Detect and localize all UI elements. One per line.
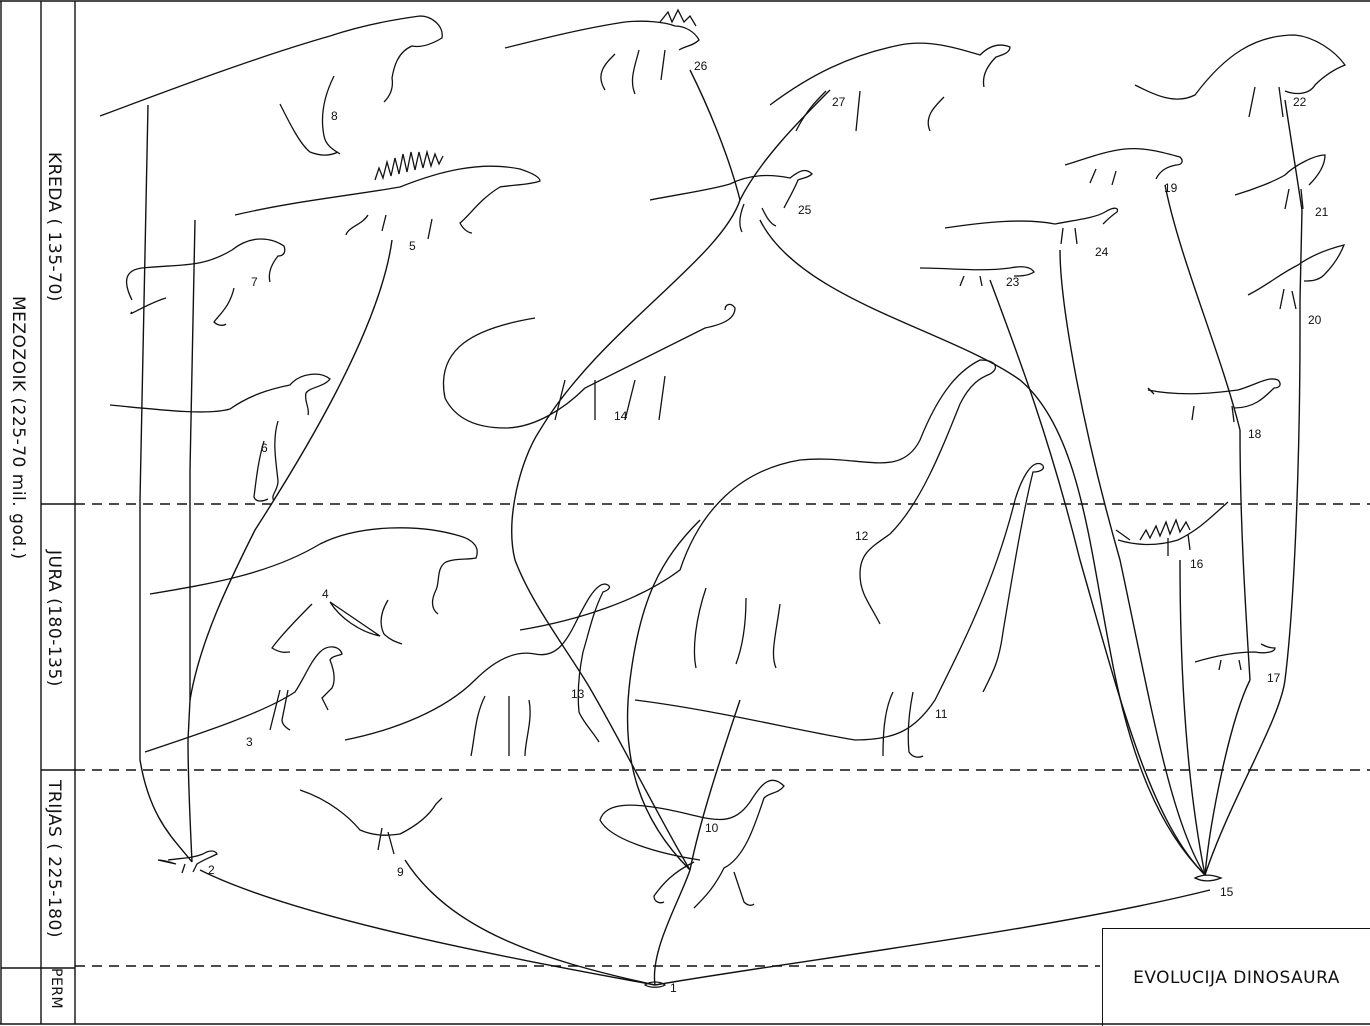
specimen-number-10: 10 [705,821,719,835]
specimen-19-shape [1065,149,1182,185]
specimen-22-shape [1135,35,1345,117]
specimen-number-27: 27 [832,95,846,109]
specimen-number-5: 5 [409,239,416,253]
specimen-number-18: 18 [1248,427,1262,441]
specimen-number-13: 13 [571,687,585,701]
specimen-3-shape [145,647,342,752]
specimen-25-shape [650,171,812,232]
specimen-number-26: 26 [694,59,708,73]
lineage-lines [140,70,1302,985]
specimen-number-22: 22 [1293,95,1307,109]
specimen-24-shape [945,208,1118,244]
specimen-number-16: 16 [1190,557,1204,571]
specimen-number-14: 14 [614,409,628,423]
specimen-number-19: 19 [1164,181,1178,195]
specimen-15-shape [1195,875,1221,881]
specimen-number-11: 11 [935,707,948,721]
period-label-jura: JURA (180-135) [44,550,64,687]
specimen-4-shape [150,528,477,653]
specimen-26-shape [505,21,699,94]
period-label-kreda: KREDA ( 135-70) [44,152,64,302]
specimen-21-shape [1235,155,1325,209]
specimen-20-shape [1248,245,1344,309]
specimen-number-25: 25 [798,203,812,217]
specimen-number-21: 21 [1315,205,1329,219]
diagram-title: EVOLUCIJA DINOSAURA [1133,968,1340,988]
specimen-number-23: 23 [1006,275,1020,289]
specimen-number-17: 17 [1267,671,1281,685]
specimen-number-3: 3 [246,735,253,749]
specimen-number-12: 12 [855,529,869,543]
specimen-number-1: 1 [670,981,677,995]
specimen-number-9: 9 [397,865,404,879]
specimen-number-7: 7 [251,275,258,289]
period-label-trijas: TRIJAS ( 225-180) [44,780,64,938]
specimen-7-shape [127,239,285,325]
specimen-shapes [100,10,1345,987]
specimen-number-6: 6 [261,441,268,455]
specimen-11-shape [635,463,1043,757]
specimen-13-shape [345,584,609,756]
specimen-27-shape [770,43,1010,131]
era-label: MEZOZOIK (225-70 mil. god.) [8,296,28,560]
specimen-number-24: 24 [1095,245,1109,259]
specimen-10-shape [600,780,784,908]
specimen-number-15: 15 [1220,885,1234,899]
diagram-title-box: EVOLUCIJA DINOSAURA [1102,928,1370,1026]
specimen-9-shape [300,790,442,854]
specimen-number-2: 2 [208,863,215,877]
specimen-numbers: 1 2 3 4 5 6 7 8 9 10 11 12 13 14 15 16 1… [208,59,1329,995]
period-label-perm: PERM [48,968,64,1009]
specimen-8-shape [100,16,442,155]
specimen-number-20: 20 [1308,313,1322,327]
specimen-number-8: 8 [331,109,338,123]
specimen-number-4: 4 [322,587,329,601]
specimen-18-shape [1148,379,1280,422]
specimen-6-shape [110,374,330,501]
specimen-5-shape [235,166,540,239]
specimen-17-shape [1195,644,1275,670]
